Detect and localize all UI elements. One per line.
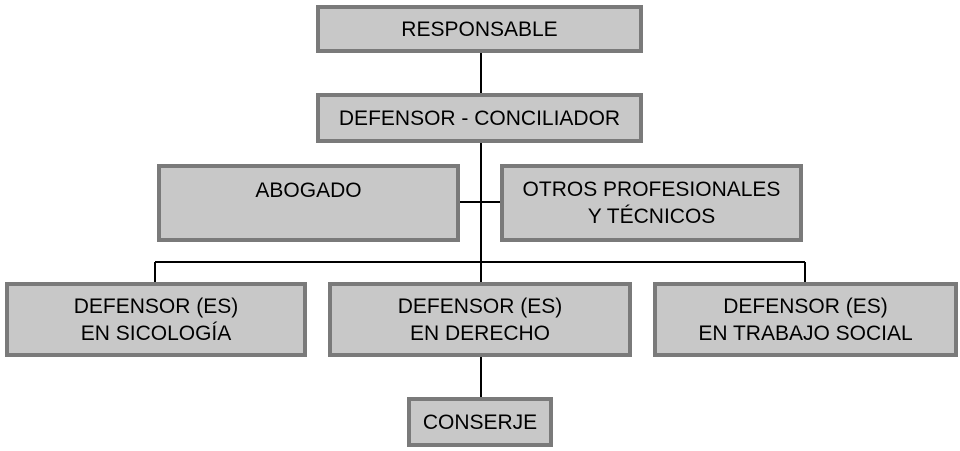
otros-profesionales-line2: Y TÉCNICOS xyxy=(587,205,716,228)
responsable-label: RESPONSABLE xyxy=(401,17,558,41)
abogado-box: ABOGADO xyxy=(157,164,460,242)
defensor-conciliador-box: DEFENSOR - CONCILIADOR xyxy=(316,93,643,143)
defensor-sicologia-box: DEFENSOR (ES) EN SICOLOGÍA xyxy=(5,282,307,357)
conserje-label: CONSERJE xyxy=(422,410,538,434)
defensor-conciliador-label: DEFENSOR - CONCILIADOR xyxy=(338,106,621,130)
responsable-box: RESPONSABLE xyxy=(316,5,643,53)
defensor-trabajo-social-line1: DEFENSOR (ES) xyxy=(723,294,888,318)
otros-profesionales-box: OTROS PROFESIONALES Y TÉCNICOS xyxy=(500,164,803,242)
defensor-sicologia-line1: DEFENSOR (ES) xyxy=(73,294,239,318)
defensor-trabajo-social-box: DEFENSOR (ES) EN TRABAJO SOCIAL xyxy=(653,282,958,357)
defensor-derecho-box: DEFENSOR (ES) EN DERECHO xyxy=(328,282,632,357)
conserje-box: CONSERJE xyxy=(407,397,553,447)
abogado-label: ABOGADO xyxy=(255,179,362,202)
defensor-trabajo-social-line2: EN TRABAJO SOCIAL xyxy=(698,321,913,345)
defensor-derecho-line2: EN DERECHO xyxy=(409,321,551,345)
defensor-sicologia-line2: EN SICOLOGÍA xyxy=(80,321,232,345)
otros-profesionales-line1: OTROS PROFESIONALES xyxy=(522,178,781,201)
defensor-derecho-line1: DEFENSOR (ES) xyxy=(397,294,563,318)
